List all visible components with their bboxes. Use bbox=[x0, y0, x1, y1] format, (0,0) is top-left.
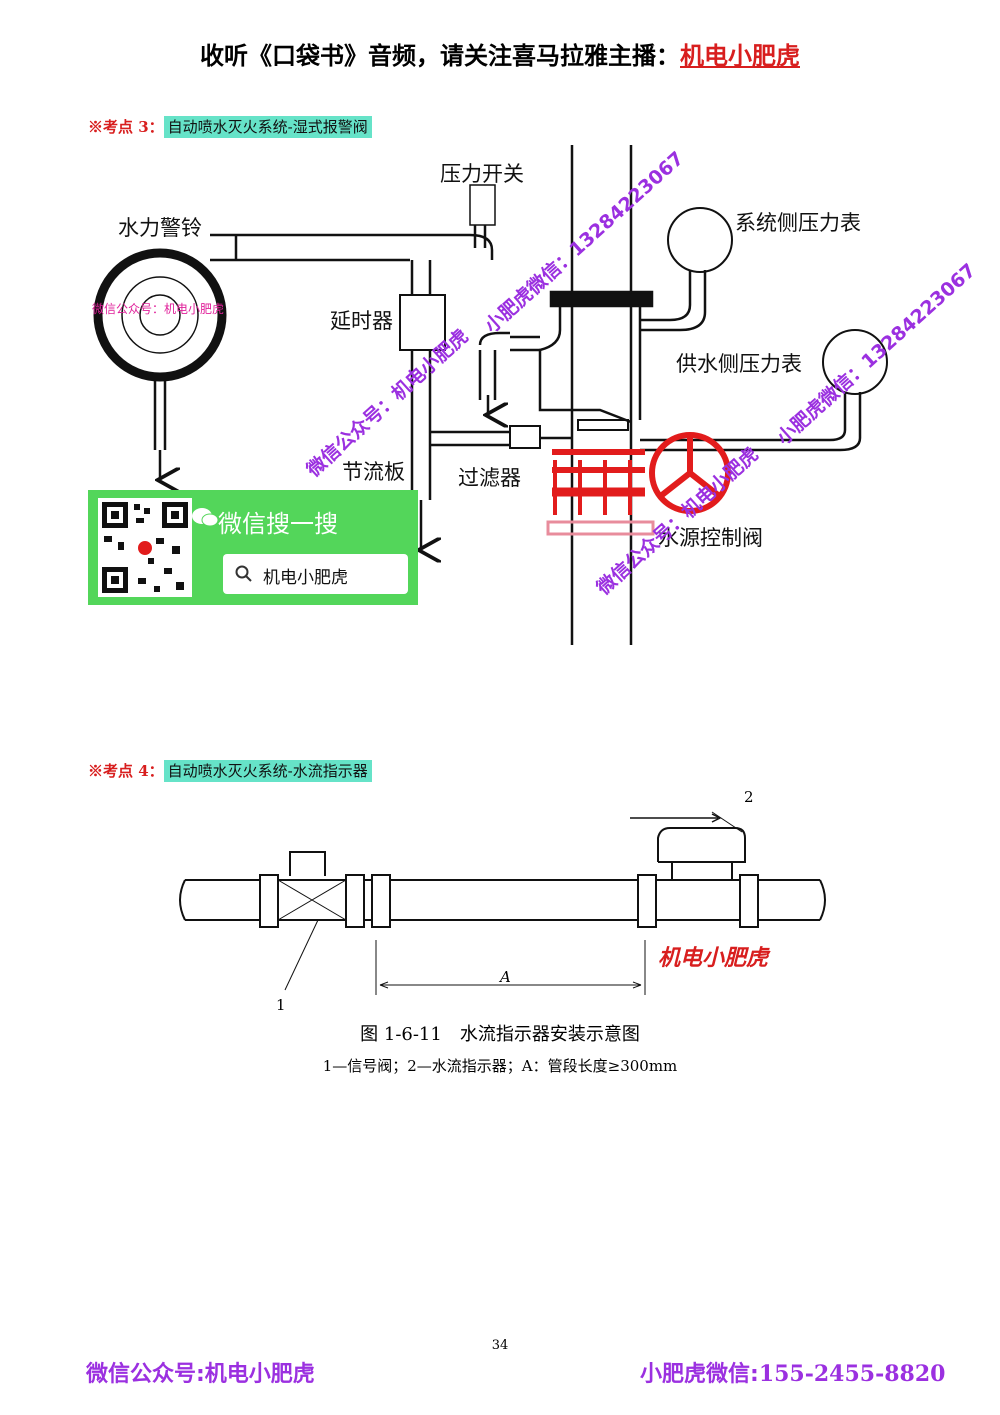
signal-valve-flange-2 bbox=[345, 874, 365, 928]
water-bell bbox=[93, 248, 227, 382]
footer-right-number: 155-2455-8820 bbox=[758, 1361, 946, 1387]
search-title: 微信搜一搜 bbox=[218, 510, 338, 538]
watermark-diagram2: 机电小肥虎 bbox=[658, 946, 769, 971]
kaodian-3-title: 自动喷水灭火系统-湿式报警阀 bbox=[163, 116, 372, 138]
signal-valve-flange-1 bbox=[259, 874, 279, 928]
marker-2: 2 bbox=[744, 788, 754, 806]
main-riser bbox=[570, 145, 633, 645]
alarm-valve-diagram bbox=[93, 145, 888, 645]
kaodian-3-label: ※考点 3： bbox=[88, 118, 164, 136]
page-header: 收听《口袋书》音频，请关注喜马拉雅主播：机电小肥虎 bbox=[0, 36, 1000, 71]
upper-flange bbox=[549, 290, 654, 308]
search-value: 机电小肥虎 bbox=[263, 568, 348, 588]
supply-gauge bbox=[822, 329, 888, 395]
header-accent: 机电小肥虎 bbox=[680, 41, 800, 70]
wechat-icon bbox=[192, 506, 219, 527]
footer-right-label: 小肥虎微信: bbox=[640, 1362, 759, 1387]
label-orifice-plate: 节流板 bbox=[342, 460, 405, 484]
footer-right: 小肥虎微信:155-2455-8820 bbox=[640, 1356, 945, 1388]
footer-left: 微信公众号:机电小肥虎 bbox=[86, 1362, 315, 1387]
label-pressure-switch: 压力开关 bbox=[440, 162, 524, 186]
label-filter: 过滤器 bbox=[458, 466, 521, 490]
watermark-small: 微信公众号：机电小肥虎 bbox=[92, 302, 225, 316]
kaodian-4-label: ※考点 4： bbox=[88, 762, 164, 780]
header-text: 收听《口袋书》音频，请关注喜马拉雅主播： bbox=[200, 41, 680, 70]
flow-indicator-body bbox=[657, 827, 746, 863]
page-number: 34 bbox=[491, 1338, 509, 1353]
wechat-search-card: 微信搜一搜 机电小肥虎 bbox=[88, 490, 418, 605]
label-control-valve: 水源控制阀 bbox=[658, 526, 763, 550]
kaodian-4-heading: ※考点 4：自动喷水灭火系统-水流指示器 bbox=[88, 760, 372, 782]
figure-legend: 1—信号阀；2—水流指示器；A：管段长度≥300mm bbox=[322, 1057, 678, 1075]
system-gauge bbox=[667, 207, 733, 273]
kaodian-4-title: 自动喷水灭火系统-水流指示器 bbox=[163, 760, 372, 782]
label-supply-gauge: 供水侧压力表 bbox=[676, 352, 802, 376]
search-icon bbox=[235, 565, 252, 582]
pressure-switch bbox=[469, 184, 496, 226]
qr-code-pattern bbox=[102, 502, 188, 593]
label-water-bell: 水力警铃 bbox=[118, 216, 202, 240]
control-valve bbox=[552, 432, 731, 515]
dimension-label: A bbox=[500, 968, 511, 986]
search-input[interactable]: 机电小肥虎 bbox=[223, 554, 408, 594]
flow-indicator-diagram bbox=[179, 811, 826, 995]
marker-1: 1 bbox=[276, 996, 286, 1014]
figure-caption: 图 1-6-11 水流指示器安装示意图 bbox=[360, 1024, 640, 1045]
delay-device bbox=[399, 294, 446, 351]
kaodian-3-heading: ※考点 3：自动喷水灭火系统-湿式报警阀 bbox=[88, 116, 372, 138]
label-system-gauge: 系统侧压力表 bbox=[735, 211, 861, 235]
pipe bbox=[185, 879, 820, 921]
qr-code bbox=[98, 498, 192, 597]
label-delay-device: 延时器 bbox=[330, 309, 393, 333]
